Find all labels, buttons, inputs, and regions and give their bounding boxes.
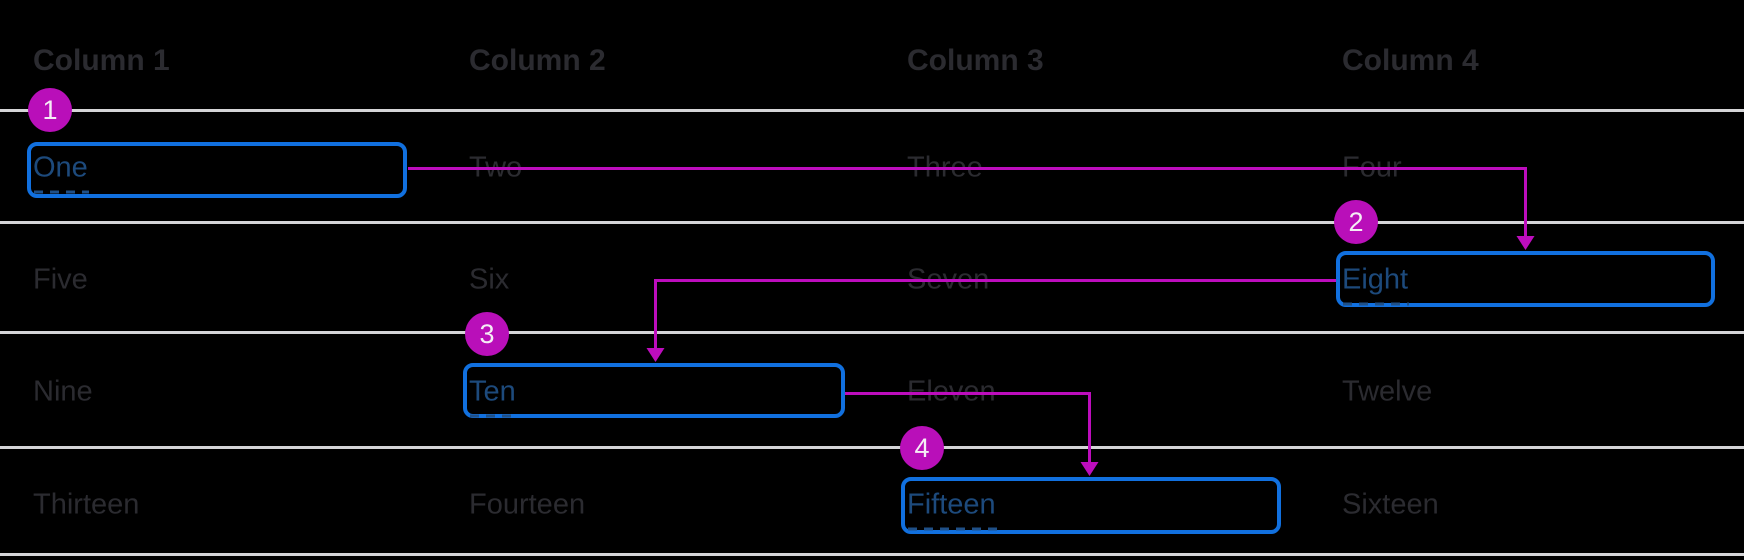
- cell-seven[interactable]: Seven: [907, 263, 990, 296]
- cell-two[interactable]: Two: [469, 151, 523, 184]
- cell-five[interactable]: Five: [33, 263, 88, 296]
- row-divider: [0, 446, 1744, 449]
- arrow-down-icon: [1516, 236, 1535, 250]
- cell-sixteen[interactable]: Sixteen: [1342, 488, 1439, 521]
- focus-ring-eight: [1336, 251, 1715, 307]
- cell-eight[interactable]: Eight: [1342, 263, 1410, 306]
- cell-four[interactable]: Four: [1342, 151, 1402, 184]
- step-badge-3: 3: [465, 312, 509, 356]
- cell-ten[interactable]: Ten: [469, 375, 517, 418]
- arrow-down-icon: [1080, 462, 1099, 476]
- row-divider: [0, 331, 1744, 334]
- cell-twelve[interactable]: Twelve: [1342, 375, 1433, 408]
- cell-nine[interactable]: Nine: [33, 375, 93, 408]
- step-badge-4: 4: [900, 426, 944, 470]
- focus-ring-fifteen: [901, 477, 1281, 534]
- cell-six[interactable]: Six: [469, 263, 510, 296]
- step-badge-1: 1: [28, 88, 72, 132]
- column-header-3: Column 3: [907, 44, 1044, 77]
- column-header-2: Column 2: [469, 44, 606, 77]
- focus-ring-ten: [463, 363, 845, 418]
- column-header-4: Column 4: [1342, 44, 1479, 77]
- row-divider: [0, 221, 1744, 224]
- step-badge-2: 2: [1334, 200, 1378, 244]
- connector-eight-to-ten: [654, 279, 1336, 349]
- cell-eleven[interactable]: Eleven: [907, 375, 996, 408]
- cell-fifteen[interactable]: Fifteen: [907, 488, 997, 531]
- row-divider: [0, 109, 1744, 112]
- cell-fourteen[interactable]: Fourteen: [469, 488, 586, 521]
- row-divider: [0, 553, 1744, 556]
- cell-three[interactable]: Three: [907, 151, 983, 184]
- focus-ring-one: [27, 142, 407, 198]
- column-header-1: Column 1: [33, 44, 170, 77]
- cell-one[interactable]: One: [33, 151, 89, 194]
- arrow-down-icon: [646, 348, 665, 362]
- cell-thirteen[interactable]: Thirteen: [33, 488, 140, 521]
